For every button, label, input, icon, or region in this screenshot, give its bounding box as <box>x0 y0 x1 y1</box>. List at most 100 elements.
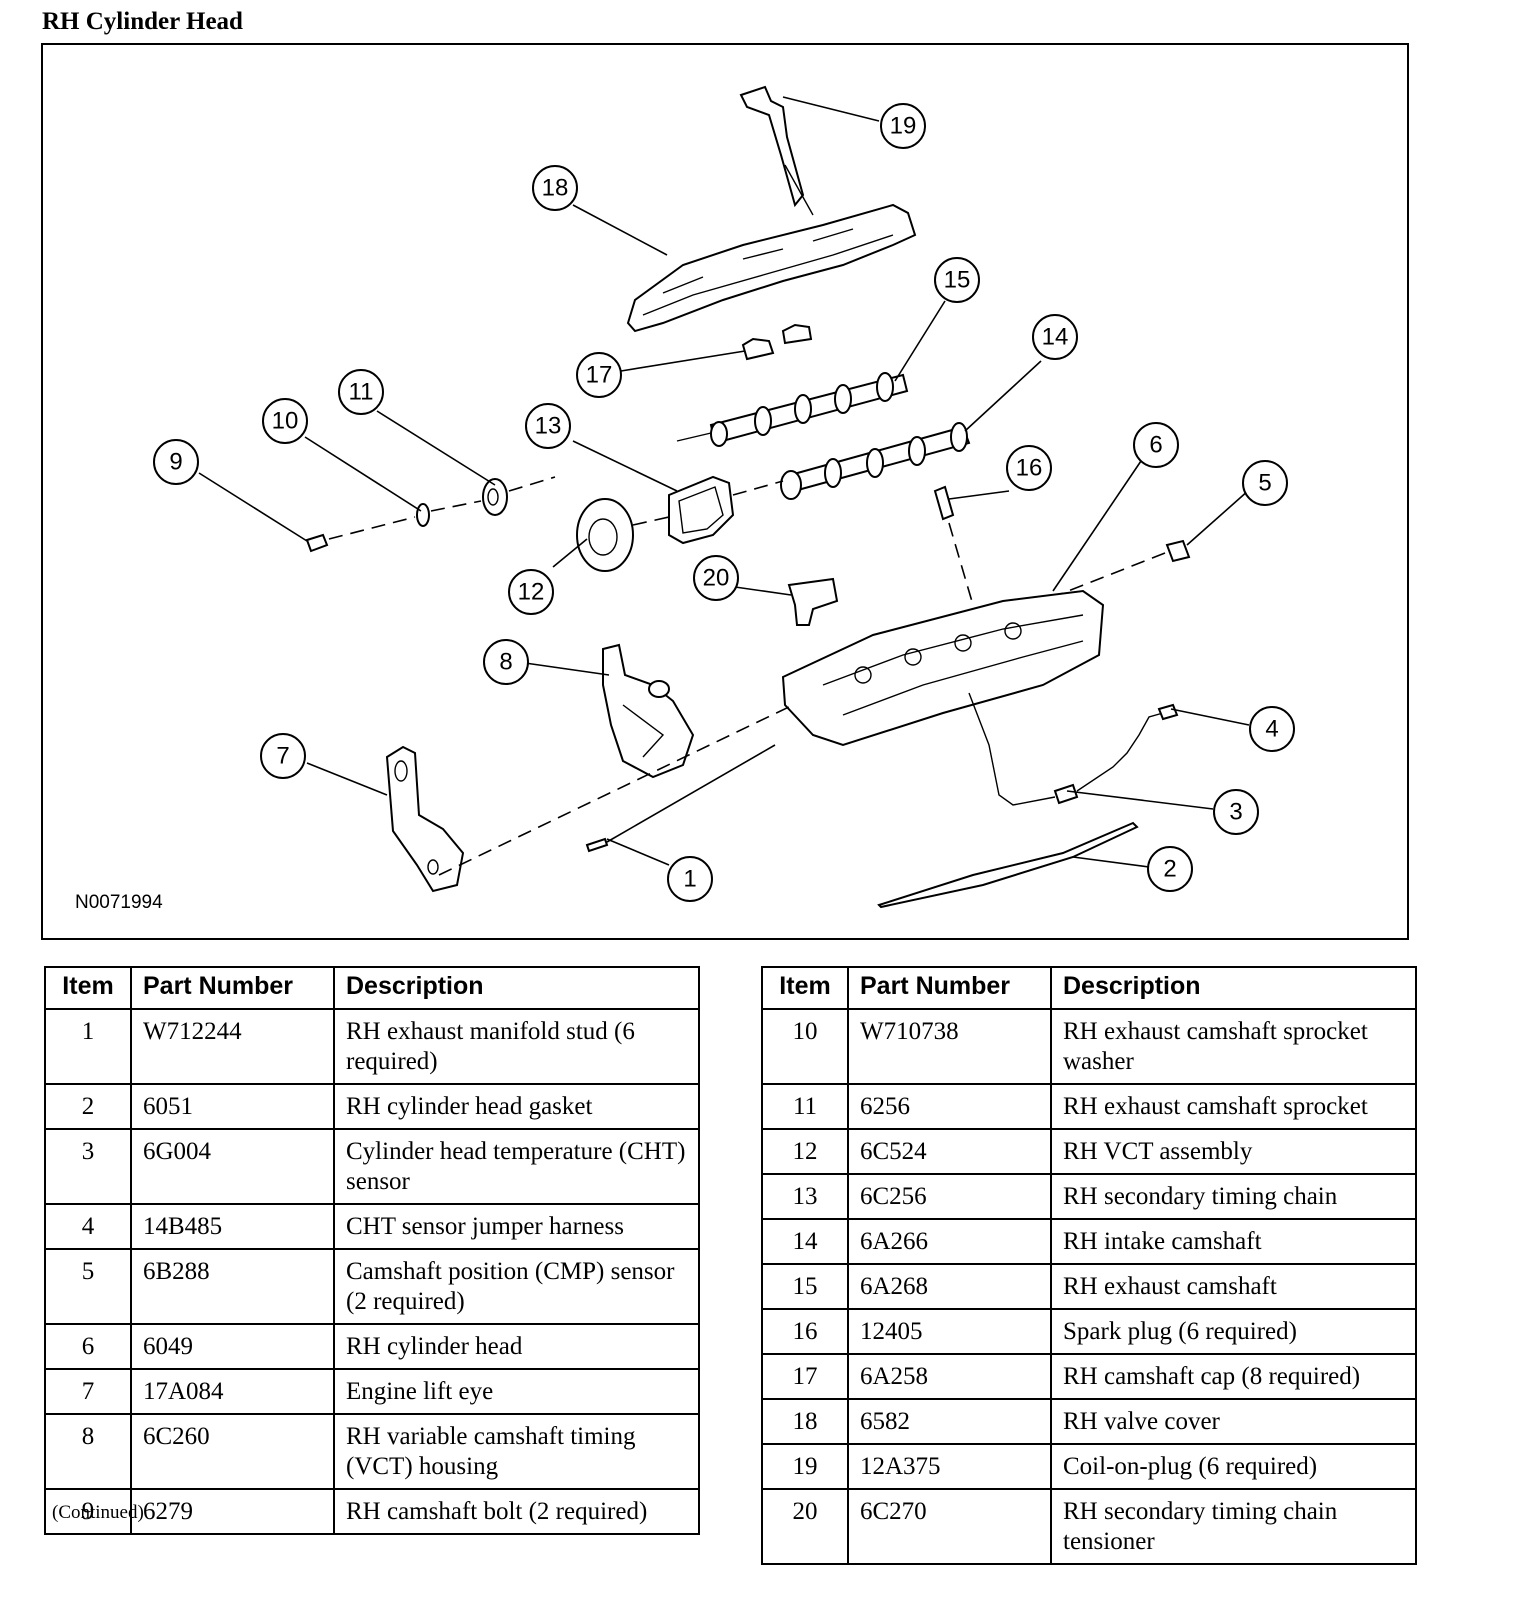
part-number-cell: 6A268 <box>847 1263 1052 1310</box>
item-cell: 12 <box>761 1128 849 1175</box>
item-cell: 18 <box>761 1398 849 1445</box>
item-cell: 19 <box>761 1443 849 1490</box>
part-number-cell: 6B288 <box>130 1248 335 1325</box>
callout-3: 3 <box>1213 789 1259 835</box>
callout-13: 13 <box>525 403 571 449</box>
description-cell: RH exhaust camshaft sprocket washer <box>1050 1008 1417 1085</box>
svg-text:7: 7 <box>276 743 289 770</box>
svg-text:4: 4 <box>1265 716 1278 743</box>
cht-harness-drawing <box>1076 703 1179 792</box>
part-number-cell: 6C256 <box>847 1173 1052 1220</box>
svg-text:20: 20 <box>703 565 730 592</box>
item-cell: 15 <box>761 1263 849 1310</box>
part-number-cell: 6051 <box>130 1083 335 1130</box>
continued-note: (Continued) <box>52 1502 144 1523</box>
description-cell: RH exhaust manifold stud (6 required) <box>333 1008 700 1085</box>
svg-text:10: 10 <box>272 408 299 435</box>
cht-sensor-drawing <box>968 692 1079 806</box>
part-number-cell: 12A375 <box>847 1443 1052 1490</box>
item-cell: 13 <box>761 1173 849 1220</box>
item-cell: 2 <box>44 1083 132 1130</box>
description-cell: RH VCT assembly <box>1050 1128 1417 1175</box>
description-cell: RH variable camshaft timing (VCT) housin… <box>333 1413 700 1490</box>
item-cell: 14 <box>761 1218 849 1265</box>
sprocket-washer-drawing <box>416 503 430 527</box>
description-cell: Coil-on-plug (6 required) <box>1050 1443 1417 1490</box>
description-cell: Cylinder head temperature (CHT) sensor <box>333 1128 700 1205</box>
callout-6: 6 <box>1133 422 1179 468</box>
engine-lift-eye-drawing <box>385 704 794 893</box>
diagram-canvas: 1 2 3 4 5 6 7 8 9 10 11 12 13 14 15 16 1… <box>153 85 1295 909</box>
description-cell: Camshaft position (CMP) sensor (2 requir… <box>333 1248 700 1325</box>
callout-10: 10 <box>262 398 308 444</box>
part-number-cell: 6C260 <box>130 1413 335 1490</box>
callout-14: 14 <box>1032 314 1078 360</box>
part-number-cell: W712244 <box>130 1008 335 1085</box>
svg-text:16: 16 <box>1016 455 1043 482</box>
svg-text:17: 17 <box>586 362 613 389</box>
table-header-row: Item Part Number Description <box>44 966 700 1010</box>
svg-text:15: 15 <box>944 267 971 294</box>
item-cell: 4 <box>44 1203 132 1250</box>
svg-text:11: 11 <box>349 379 374 406</box>
item-cell: 3 <box>44 1128 132 1205</box>
svg-text:3: 3 <box>1229 799 1242 826</box>
vct-assembly-drawing <box>576 498 670 572</box>
part-number-cell: 6C270 <box>847 1488 1052 1565</box>
head-gasket-drawing <box>877 821 1139 909</box>
part-number-cell: 6A266 <box>847 1218 1052 1265</box>
chain-tensioner-drawing <box>787 577 839 626</box>
callout-2: 2 <box>1147 846 1193 892</box>
description-cell: RH secondary timing chain <box>1050 1173 1417 1220</box>
description-cell: CHT sensor jumper harness <box>333 1203 700 1250</box>
column-header-item: Item <box>44 966 132 1010</box>
callout-19: 19 <box>880 103 926 149</box>
description-cell: RH exhaust camshaft sprocket <box>1050 1083 1417 1130</box>
part-number-cell: 12405 <box>847 1308 1052 1355</box>
camshaft-caps-drawing <box>741 323 813 361</box>
item-cell: 11 <box>761 1083 849 1130</box>
description-cell: Engine lift eye <box>333 1368 700 1415</box>
callout-8: 8 <box>483 639 529 685</box>
callout-9: 9 <box>153 439 199 485</box>
column-header-part-number: Part Number <box>130 966 335 1010</box>
callout-18: 18 <box>532 165 578 211</box>
item-cell: 6 <box>44 1323 132 1370</box>
vct-housing-drawing <box>602 643 695 779</box>
description-cell: RH exhaust camshaft <box>1050 1263 1417 1310</box>
callout-20: 20 <box>693 555 739 601</box>
description-cell: RH camshaft cap (8 required) <box>1050 1353 1417 1400</box>
cylinder-head-drawing <box>781 589 1105 747</box>
column-header-description: Description <box>333 966 700 1010</box>
item-cell: 17 <box>761 1353 849 1400</box>
description-cell: RH camshaft bolt (2 required) <box>333 1488 700 1535</box>
description-cell: RH valve cover <box>1050 1398 1417 1445</box>
exhaust-camshaft-drawing <box>676 372 909 447</box>
svg-text:6: 6 <box>1149 432 1162 459</box>
svg-text:19: 19 <box>890 113 917 140</box>
callout-17: 17 <box>576 352 622 398</box>
svg-text:13: 13 <box>535 413 562 440</box>
part-number-cell: 6C524 <box>847 1128 1052 1175</box>
spark-plug-drawing <box>933 485 974 606</box>
item-cell: 8 <box>44 1413 132 1490</box>
callout-12: 12 <box>508 569 554 615</box>
callout-7: 7 <box>260 733 306 779</box>
svg-text:5: 5 <box>1258 470 1271 497</box>
part-number-cell: 6A258 <box>847 1353 1052 1400</box>
svg-text:2: 2 <box>1163 856 1176 883</box>
